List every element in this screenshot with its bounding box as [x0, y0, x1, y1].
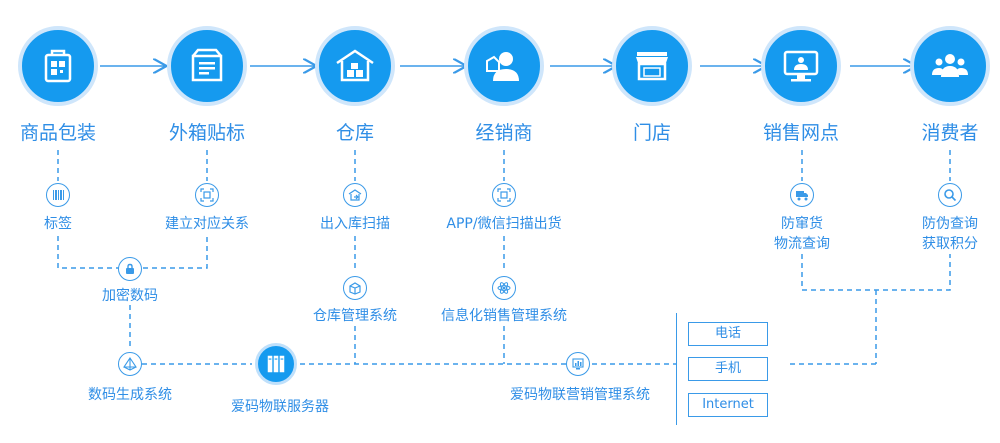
scan-qr-icon [492, 183, 516, 207]
server-node [255, 343, 297, 385]
channel-mobile: 手机 [688, 357, 768, 381]
warehouse-system-icon [343, 276, 367, 300]
label-server: 爱码物联服务器 [231, 399, 329, 415]
search-icon [938, 183, 962, 207]
stage-circle-consumer [910, 26, 990, 106]
warehouse-scan-icon [343, 183, 367, 207]
label-tag: 标签 [44, 216, 72, 232]
label-app-scan: APP/微信扫描出货 [446, 216, 562, 232]
label-build-relation: 建立对应关系 [165, 216, 249, 232]
stage-circle-dealer [464, 26, 544, 106]
consumers-group-icon [932, 54, 968, 77]
channel-internet: Internet [688, 393, 768, 417]
label-logistics-query: 物流查询 [774, 236, 830, 252]
label-info-sales-system: 信息化销售管理系统 [441, 308, 567, 324]
stage-label-packaging: 商品包装 [19, 122, 96, 144]
box-label-icon [191, 48, 223, 82]
dealer-person-icon [486, 52, 519, 81]
stage-circle-sales-point [761, 26, 841, 106]
delivery-truck-icon [790, 183, 814, 207]
monitor-sales-icon [783, 50, 819, 82]
stage-label-warehouse: 仓库 [335, 122, 374, 144]
warehouse-icon [336, 49, 374, 82]
qr-box-icon [44, 49, 72, 83]
atom-network-icon [492, 276, 516, 300]
label-anti-cross-goods: 防窜货 [781, 216, 823, 232]
stage-label-consumer: 消费者 [921, 122, 979, 144]
code-gen-network-icon [118, 352, 142, 376]
label-code-gen-system: 数码生成系统 [88, 387, 172, 403]
label-anti-fake-query: 防伪查询 [922, 216, 978, 232]
stage-circle-outer-box [167, 26, 247, 106]
scan-qr-icon [195, 183, 219, 207]
label-warehouse-system: 仓库管理系统 [313, 308, 397, 324]
label-get-points: 获取积分 [922, 236, 978, 252]
stage-label-dealer: 经销商 [475, 122, 533, 144]
stage-label-outer-box: 外箱贴标 [168, 122, 245, 144]
marketing-chart-icon [566, 352, 590, 376]
stage-circle-store [612, 26, 692, 106]
server-icon [267, 355, 285, 373]
label-marketing-system: 爱码物联营销管理系统 [510, 387, 650, 403]
channel-phone: 电话 [688, 322, 768, 346]
stage-label-sales-point: 销售网点 [762, 122, 839, 144]
stage-circle-packaging [18, 26, 98, 106]
label-encrypt-code: 加密数码 [102, 288, 158, 304]
barcode-icon [46, 183, 70, 207]
lock-icon [118, 257, 142, 281]
channel-bracket [676, 313, 787, 425]
stage-label-store: 门店 [632, 122, 671, 144]
stage-circle-warehouse [315, 26, 395, 106]
storefront-icon [636, 52, 668, 81]
label-in-out-scan: 出入库扫描 [320, 216, 390, 232]
